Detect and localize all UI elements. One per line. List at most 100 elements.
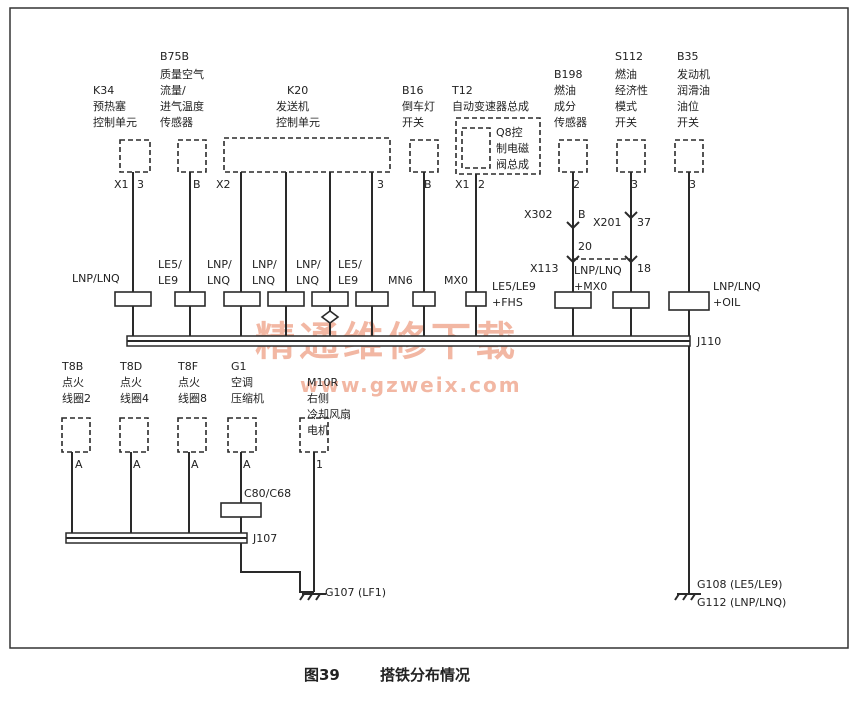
t12-pin-a: X1: [455, 178, 470, 191]
x113-arrow-right: [624, 255, 638, 264]
k34-pin-a: X1: [114, 178, 129, 191]
g1-connector-box: [227, 417, 257, 453]
b35-label-4: 开关: [677, 115, 699, 129]
s112-label-4: 开关: [615, 115, 637, 129]
g107-hatch-1: [299, 593, 305, 601]
g1-code: G1: [231, 360, 247, 373]
t8d-label-2: 线圈4: [120, 391, 149, 405]
k34-code: K34: [93, 84, 114, 97]
component-k20: K20 发送机 控制单元 X2 3: [216, 84, 391, 191]
option-label-lnp-oil-b: +OIL: [713, 296, 741, 309]
option-label-lnp-mx0-b: +MX0: [574, 280, 607, 293]
g108-hatch-3: [690, 593, 696, 601]
x302-name: X302: [524, 208, 553, 221]
s112-code: S112: [615, 50, 643, 63]
g112-label: G112 (LNP/LNQ): [697, 596, 786, 609]
option-label-lnp-oil-a: LNP/LNQ: [713, 280, 761, 293]
x302-arrow: [566, 221, 580, 230]
k20-label-1: 发送机: [276, 99, 309, 113]
t12-q8-label-2: 制电磁: [496, 142, 529, 155]
m10r-label-2: 冷却风扇: [307, 407, 351, 421]
option-label-lnp-a: LNP/: [207, 258, 232, 271]
k20-code: K20: [287, 84, 308, 97]
component-b16: B16 倒车灯 开关 B: [402, 84, 439, 191]
k20-pin-a: X2: [216, 178, 231, 191]
option-label-mx0: MX0: [444, 274, 468, 287]
top-wires: [132, 172, 690, 594]
b16-connector-box: [409, 139, 439, 173]
j110-label: J110: [696, 335, 721, 348]
b198-label-1: 燃油: [554, 83, 576, 97]
b35-label-1: 发动机: [677, 67, 710, 81]
b35-label-2: 润滑油: [677, 83, 710, 97]
component-b75b: B75B 质量空气 流量/ 进气温度 传感器 B: [160, 50, 207, 191]
component-t8f: T8F 点火 线圈8 A: [177, 360, 207, 537]
b75b-pin: B: [193, 178, 201, 191]
t8f-code: T8F: [177, 360, 198, 373]
option-box-k20-3: [311, 291, 349, 307]
option-box-k20-2: [267, 291, 305, 307]
option-label-lnp-mx0-a: LNP/LNQ: [574, 264, 622, 277]
t8f-pin: A: [191, 458, 199, 471]
b16-label-2: 开关: [402, 115, 424, 129]
option-label-le9-b: LE9: [338, 274, 358, 287]
component-g1: G1 空调 压缩机 A C80/C68: [220, 360, 291, 537]
b75b-label-3: 进气温度: [160, 99, 204, 113]
k34-label-2: 控制单元: [93, 115, 137, 129]
component-b198: B198 燃油 成分 传感器 2: [554, 68, 588, 191]
option-label-le5-a: LE5/: [158, 258, 182, 271]
g1-pin: A: [243, 458, 251, 471]
option-box-t12: [465, 291, 487, 307]
b16-pin: B: [424, 178, 432, 191]
x201-name: X201: [593, 216, 622, 229]
b198-code: B198: [554, 68, 583, 81]
b198-label-2: 成分: [554, 100, 576, 113]
option-box-b198: [554, 291, 592, 309]
t12-code: T12: [451, 84, 473, 97]
component-s112: S112 燃油 经济性 模式 开关 3: [615, 50, 648, 191]
s112-label-1: 燃油: [615, 67, 637, 81]
figure-caption: 图39 搭铁分布情况: [304, 666, 470, 684]
option-box-k20-1: [223, 291, 261, 307]
g1-label-1: 空调: [231, 375, 253, 389]
j110-junction-diamond: [320, 310, 340, 324]
b75b-connector-box: [177, 139, 207, 173]
x302-pin-bottom: 20: [578, 240, 592, 253]
k20-pin-b: 3: [377, 178, 384, 191]
option-label-lnq-a: LNQ: [207, 274, 230, 287]
option-box-b16: [412, 291, 436, 307]
b16-code: B16: [402, 84, 424, 97]
j107-label: J107: [252, 532, 277, 545]
g107-label: G107 (LF1): [325, 586, 386, 599]
b75b-label-2: 流量/: [160, 83, 186, 97]
component-t8b: T8B 点火 线圈2 A: [61, 360, 91, 537]
option-box-k20-4: [355, 291, 389, 307]
t12-label-1: 自动变速器总成: [452, 99, 529, 113]
component-b35: B35 发动机 润滑油 油位 开关 3: [674, 50, 710, 191]
option-label-lnq-b: LNQ: [252, 274, 275, 287]
connector-x113: X113 18: [530, 255, 651, 275]
option-box-b75b: [174, 291, 206, 307]
t8f-label-2: 线圈8: [178, 391, 207, 405]
caption-figure-number: 图39: [304, 666, 340, 684]
c80-c68-box: [220, 502, 262, 518]
t8f-label-1: 点火: [178, 376, 200, 389]
wire-j107-to-g107: [240, 543, 314, 593]
x302-pin-top: B: [578, 208, 586, 221]
b35-label-3: 油位: [677, 99, 699, 113]
x201-pin: 37: [637, 216, 651, 229]
option-row: LNP/LNQ LE5/ LE9 LNP/ LNQ LNP/ LNQ LNP/ …: [72, 258, 761, 311]
k20-label-2: 控制单元: [276, 115, 320, 129]
b198-pin: 2: [573, 178, 580, 191]
x113-name: X113: [530, 262, 559, 275]
g107-hatch-2: [307, 593, 313, 601]
b75b-label-4: 传感器: [160, 116, 193, 129]
t12-pin-b: 2: [478, 178, 485, 191]
caption-title: 搭铁分布情况: [380, 666, 470, 684]
option-box-b35: [668, 291, 710, 311]
t8d-connector-box: [119, 417, 149, 453]
t12-connector-box: [461, 127, 491, 169]
b75b-code: B75B: [160, 50, 189, 63]
t8b-code: T8B: [61, 360, 83, 373]
ground-g107: G107 (LF1): [299, 586, 386, 601]
